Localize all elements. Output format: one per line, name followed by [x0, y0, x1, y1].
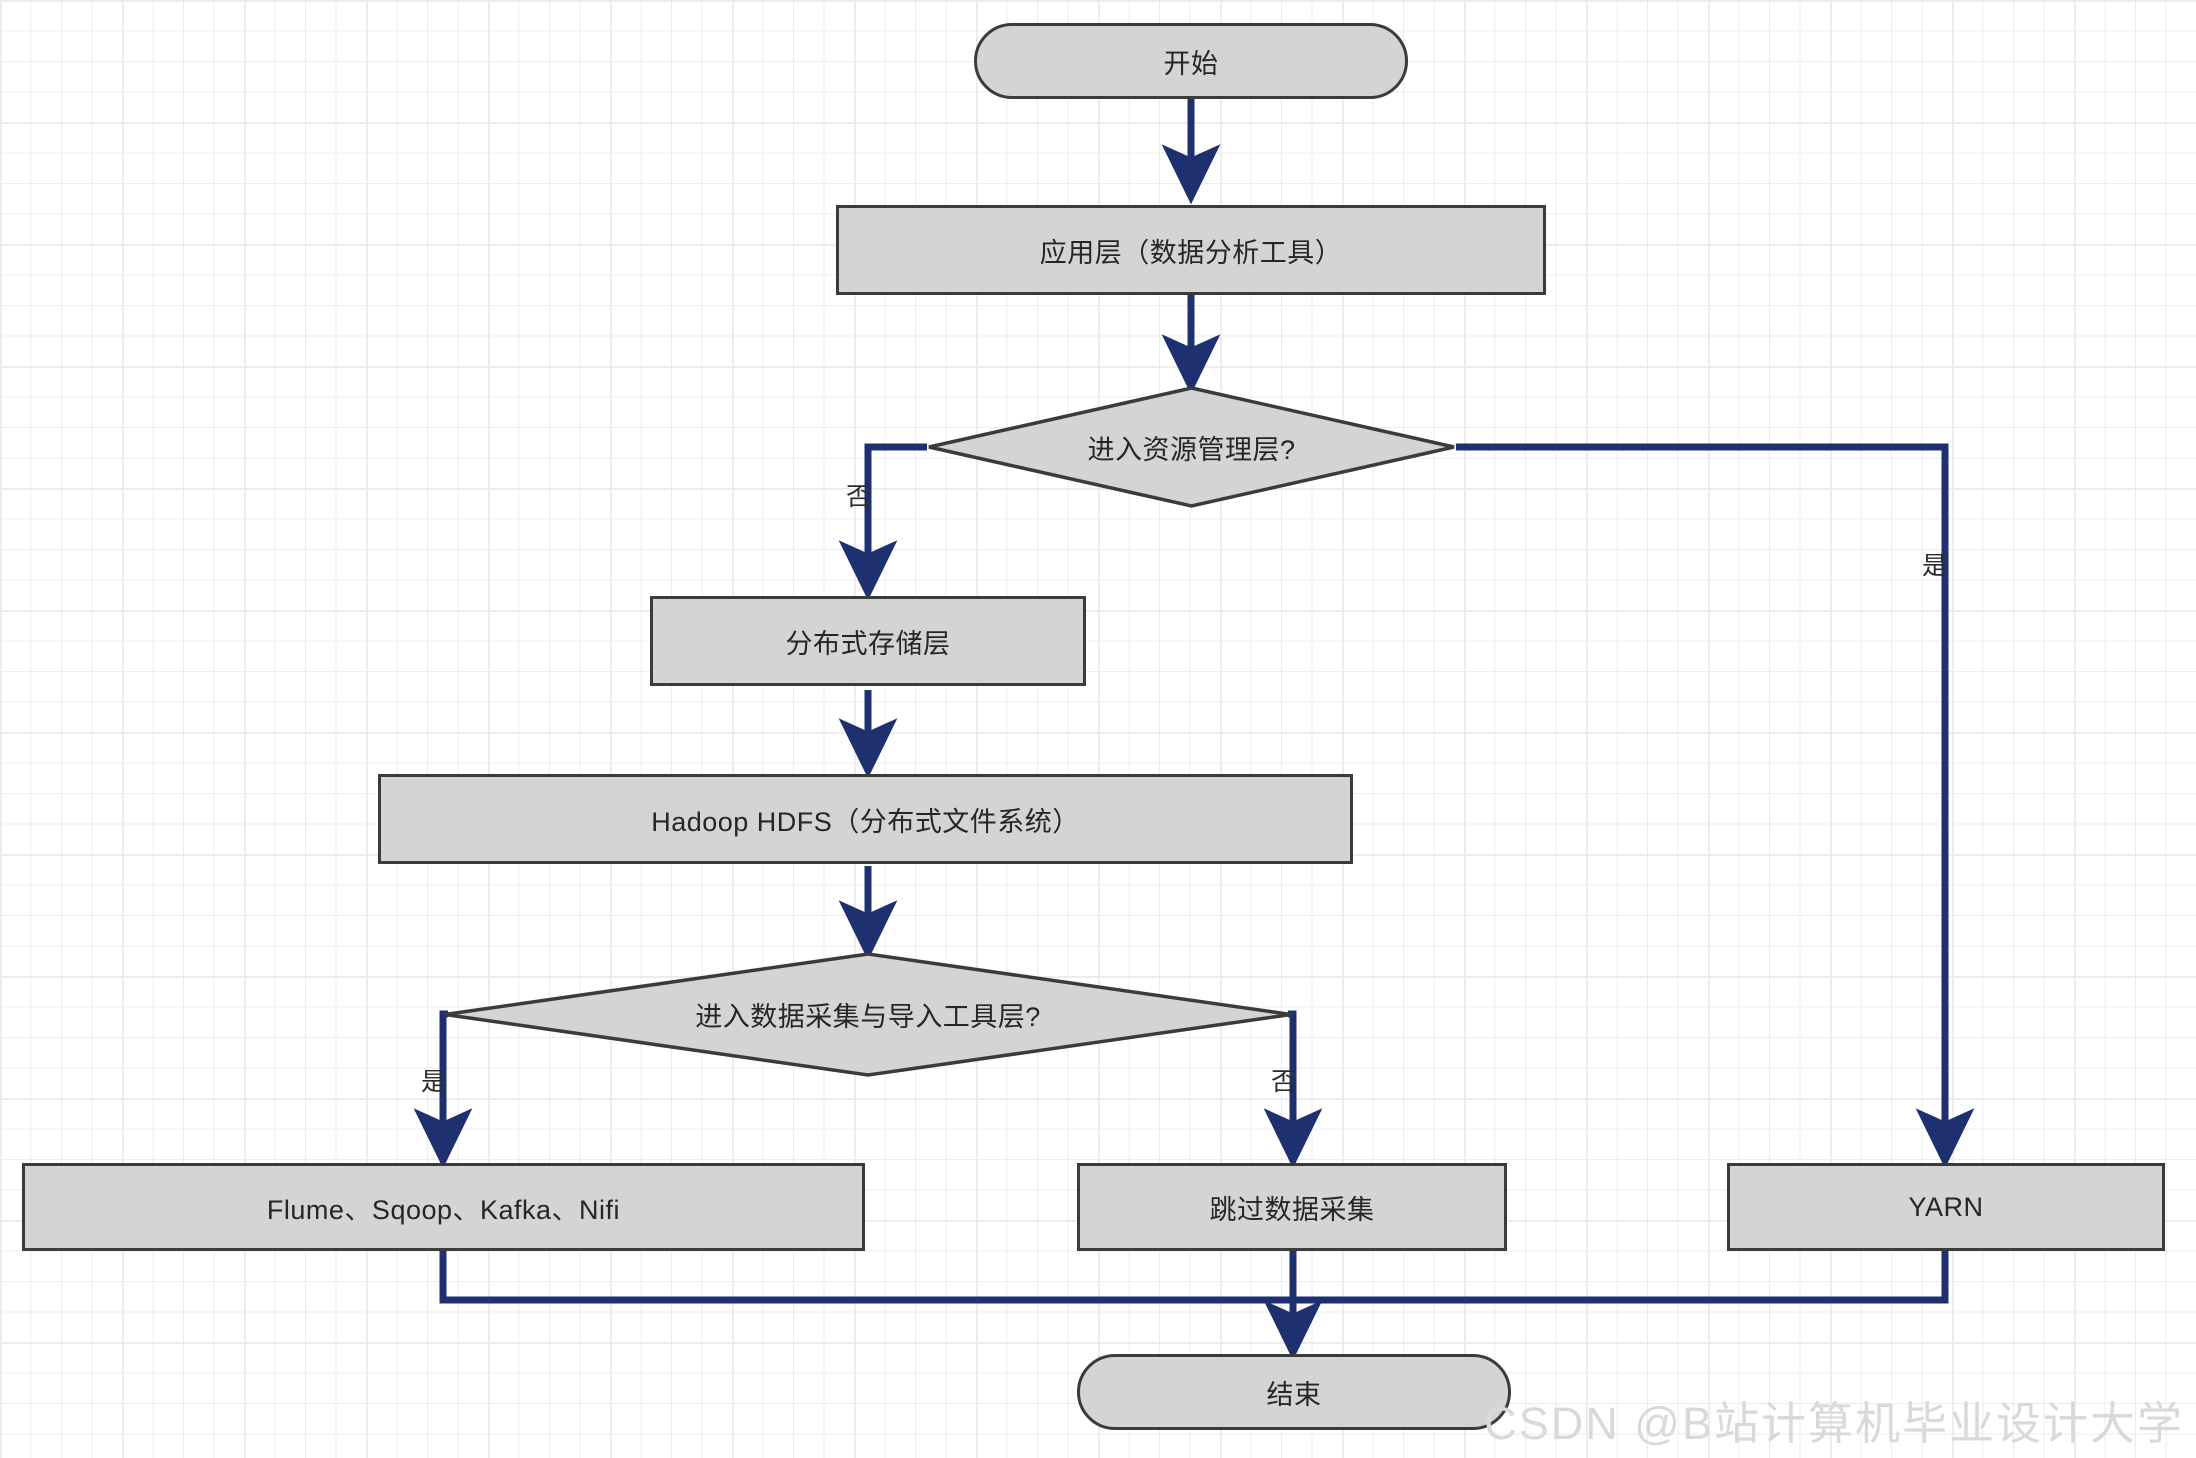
node-yarn-label: YARN — [1908, 1191, 1984, 1222]
edge-yarn-end — [1293, 1249, 1949, 1304]
node-distributed-storage-layer-label: 分布式存储层 — [785, 628, 951, 659]
node-distributed-storage-layer[interactable]: 分布式存储层 — [650, 596, 1086, 686]
edge-dec1-yarn — [1456, 443, 1975, 1169]
edge-label-dec2-no: 否 — [1271, 1068, 1297, 1096]
edge-label-dec1-yes: 是 — [1922, 552, 1948, 580]
node-application-layer-label: 应用层（数据分析工具） — [1039, 237, 1343, 268]
node-ingestion-tools[interactable]: Flume、Sqoop、Kafka、Nifi — [22, 1163, 865, 1251]
node-decision-resource-layer[interactable]: 进入资源管理层? — [927, 386, 1456, 508]
node-end[interactable]: 结束 — [1077, 1354, 1511, 1430]
node-hadoop-hdfs[interactable]: Hadoop HDFS（分布式文件系统） — [378, 774, 1353, 864]
edge-dec1-storage — [838, 443, 927, 601]
edge-tools-end — [439, 1249, 1293, 1304]
edge-label-dec1-no: 否 — [846, 483, 872, 511]
node-skip-ingestion[interactable]: 跳过数据采集 — [1077, 1163, 1507, 1251]
node-hadoop-hdfs-label: Hadoop HDFS（分布式文件系统） — [651, 806, 1080, 837]
node-decision-resource-layer-label: 进入资源管理层? — [1087, 434, 1296, 465]
node-ingestion-tools-label: Flume、Sqoop、Kafka、Nifi — [266, 1194, 621, 1225]
edge-label-dec2-yes: 是 — [421, 1068, 447, 1096]
node-end-label: 结束 — [1266, 1379, 1322, 1410]
node-decision-ingestion-layer[interactable]: 进入数据采集与导入工具层? — [443, 952, 1293, 1077]
node-yarn[interactable]: YARN — [1727, 1163, 2165, 1251]
node-decision-ingestion-layer-label: 进入数据采集与导入工具层? — [695, 1002, 1041, 1032]
node-application-layer[interactable]: 应用层（数据分析工具） — [836, 205, 1546, 295]
csdn-watermark: CSDN @B站计算机毕业设计大学 — [1484, 1398, 2184, 1449]
node-start-label: 开始 — [1163, 48, 1219, 79]
node-start[interactable]: 开始 — [974, 23, 1408, 99]
node-skip-ingestion-label: 跳过数据采集 — [1209, 1194, 1375, 1225]
